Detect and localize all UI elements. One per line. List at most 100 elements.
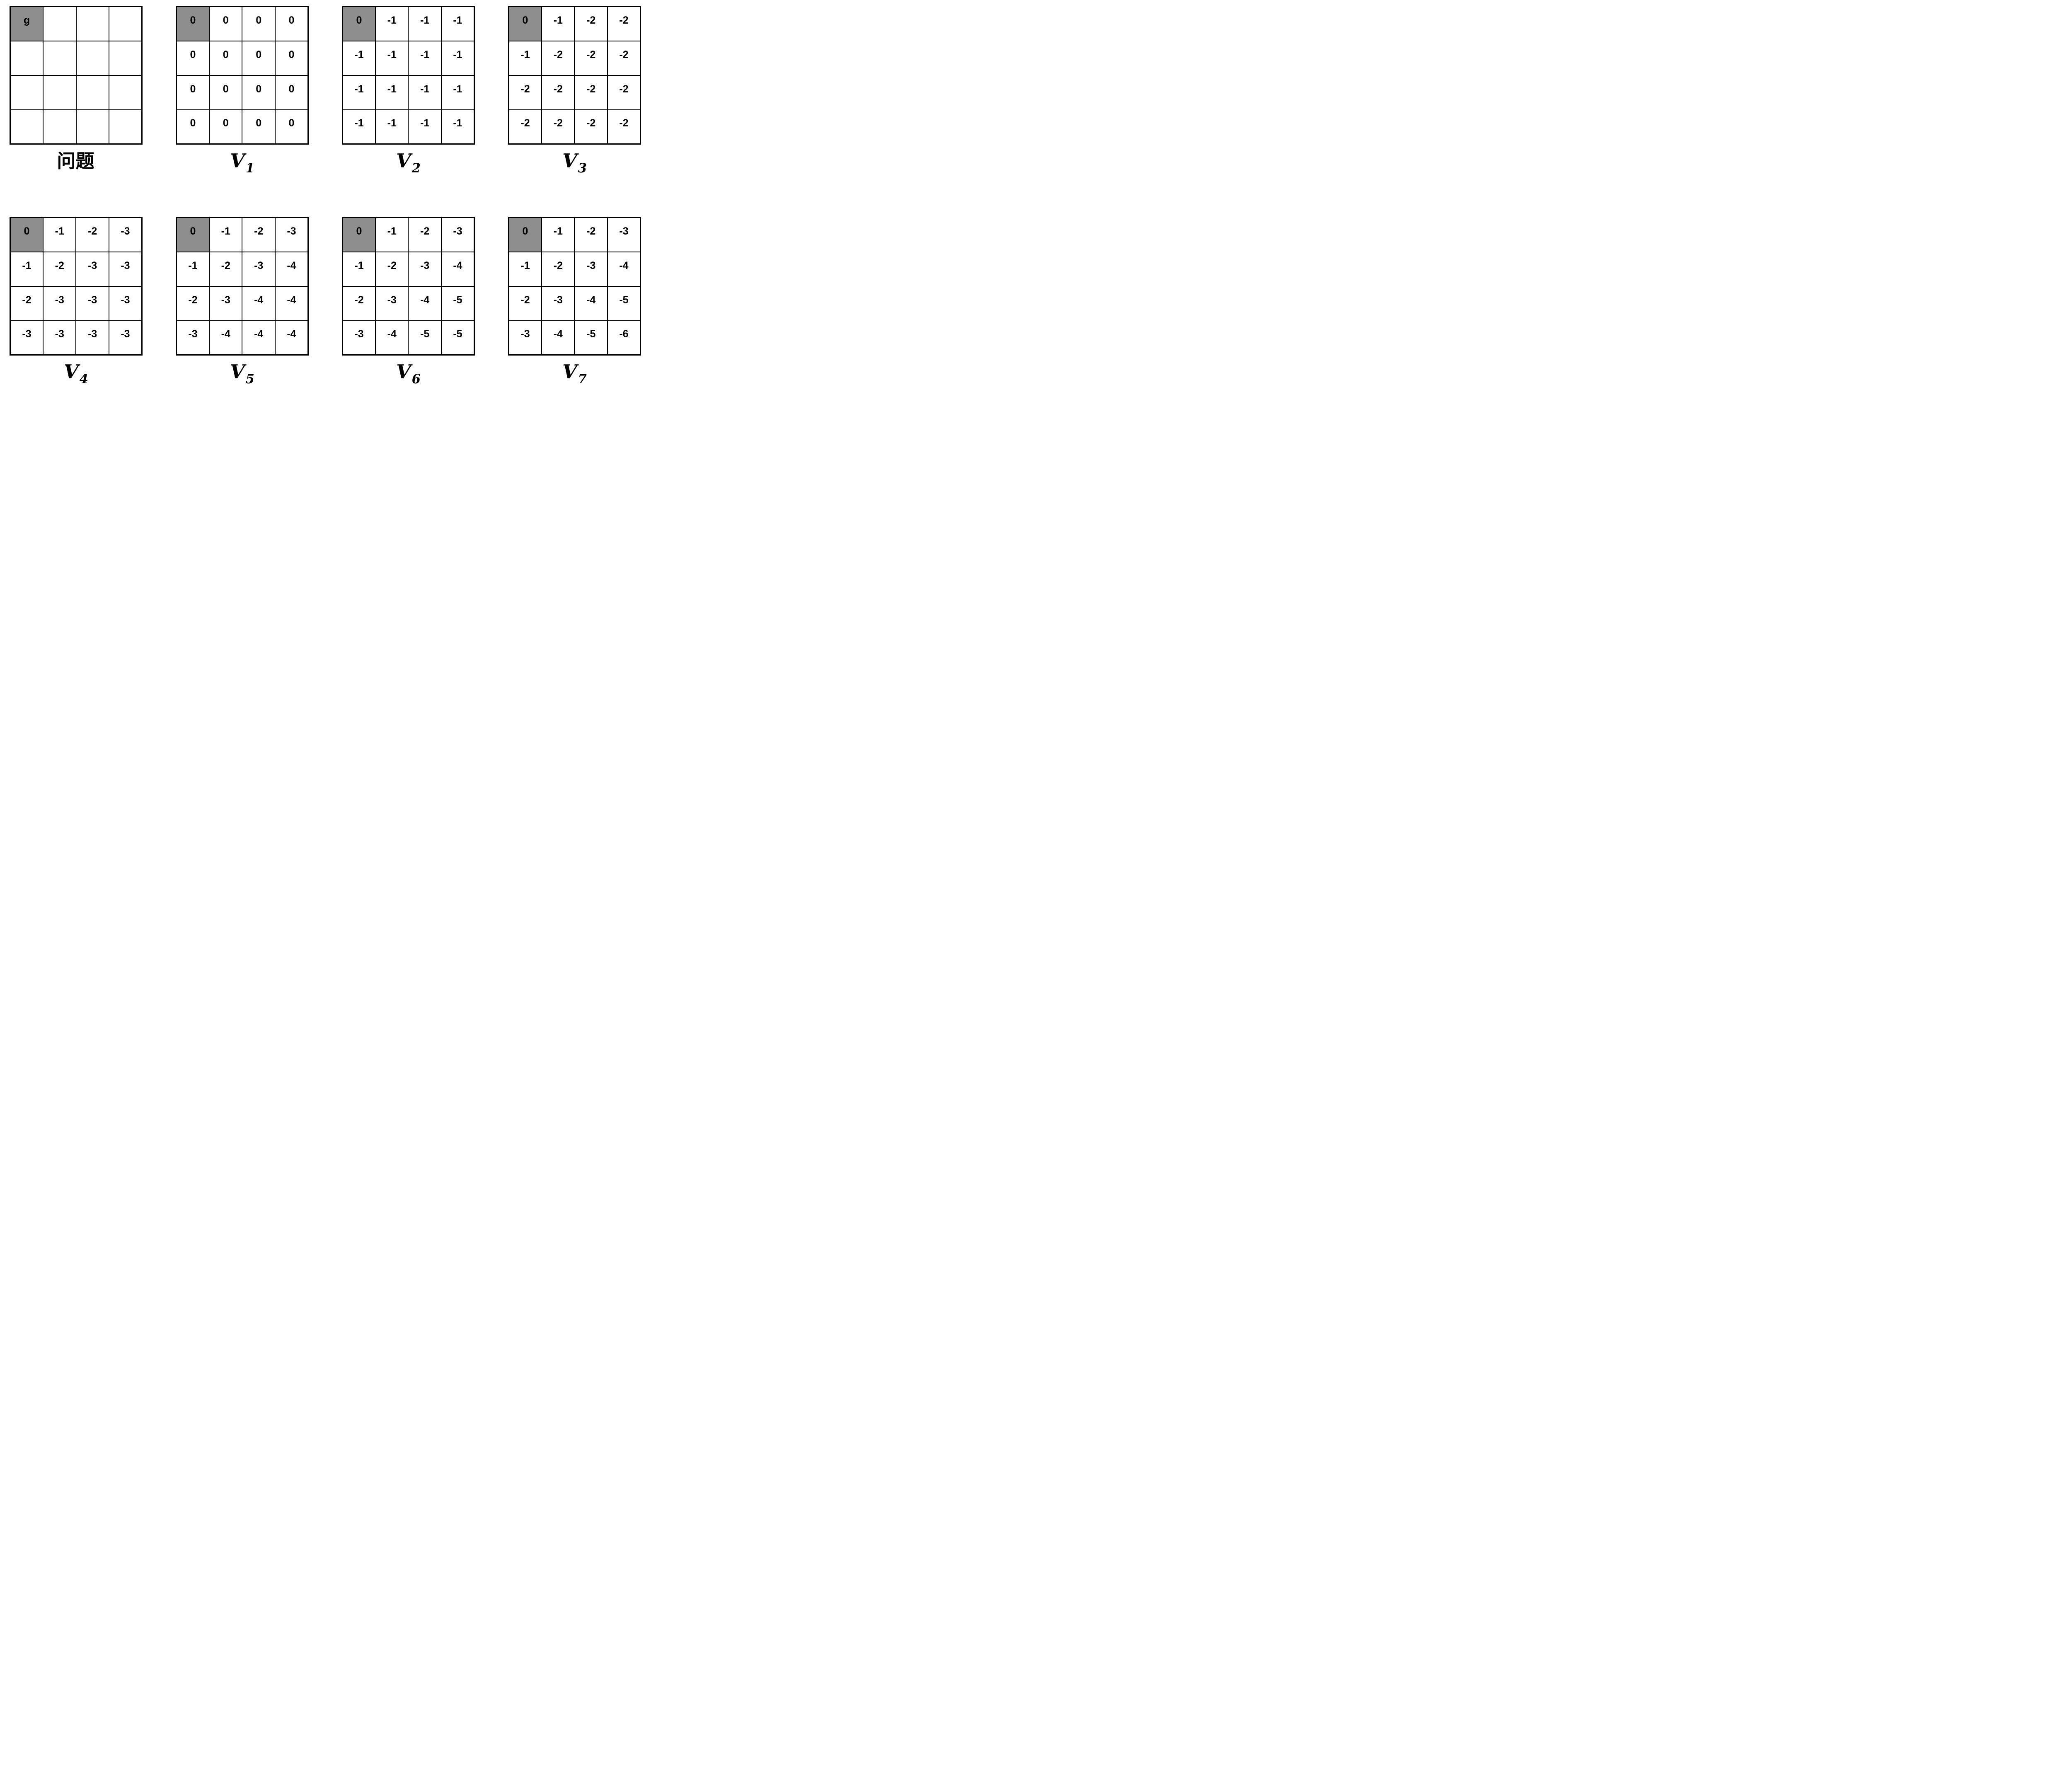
grid-cell: 0 — [208, 6, 243, 41]
grid-cell: -3 — [176, 320, 210, 356]
grid-cell: -2 — [508, 286, 542, 321]
grid-cell: -3 — [408, 251, 442, 287]
figure-label-math: V4 — [64, 362, 88, 385]
grid-cell — [10, 40, 44, 76]
grid-cell: -2 — [342, 286, 376, 321]
figure-label-math: V7 — [562, 362, 587, 385]
grid-cell: -4 — [541, 320, 575, 356]
grid-cell: 0 — [242, 6, 276, 41]
figure-label: V2 — [396, 151, 421, 175]
grid-cell: 0 — [274, 75, 309, 110]
value-grid-problem: g — [10, 6, 143, 145]
grid-cell: -4 — [607, 251, 641, 287]
figure-label-subscript: 5 — [245, 371, 254, 387]
grid-cell: -2 — [607, 6, 641, 41]
grid-cell: -1 — [342, 75, 376, 110]
grid-row — [10, 109, 143, 145]
value-grid-v6: 0-1-2-3-1-2-3-4-2-3-4-5-3-4-5-5 — [342, 217, 475, 356]
grid-cell: -3 — [242, 251, 276, 287]
grid-row: -3-4-5-5 — [342, 320, 475, 356]
grid-row: 0-1-2-3 — [176, 217, 309, 252]
grid-cell: -4 — [408, 286, 442, 321]
grid-cell — [43, 109, 77, 145]
figure-label-base: V — [396, 361, 411, 383]
grid-cell — [43, 75, 77, 110]
grid-cell: -3 — [10, 320, 44, 356]
grid-row: -1-1-1-1 — [342, 40, 475, 76]
grid-cell: 0 — [208, 40, 243, 76]
grid-row: 0-1-2-3 — [10, 217, 143, 252]
grid-row: 0-1-2-3 — [342, 217, 475, 252]
figure-label-math: V5 — [230, 362, 254, 385]
grid-cell: -2 — [574, 109, 608, 145]
figure-label-math: V3 — [562, 151, 587, 174]
grid-cell: -3 — [342, 320, 376, 356]
grid-cell: -2 — [42, 251, 77, 287]
goal-cell: 0 — [508, 217, 542, 252]
grid-cell: -4 — [242, 320, 276, 356]
grid-row: -1-1-1-1 — [342, 109, 475, 145]
grid-cell: -5 — [408, 320, 442, 356]
grid-cell — [75, 75, 110, 110]
grid-row: 0-1-2-2 — [508, 6, 641, 41]
grid-cell: 0 — [242, 40, 276, 76]
grid-cell: -1 — [375, 217, 409, 252]
grid-cell: -3 — [42, 320, 77, 356]
grid-cell: -1 — [408, 6, 442, 41]
value-grid-v3: 0-1-2-2-1-2-2-2-2-2-2-2-2-2-2-2 — [508, 6, 641, 145]
grid-cell: -2 — [607, 109, 641, 145]
grid-cell: -2 — [607, 40, 641, 76]
value-grid-v2: 0-1-1-1-1-1-1-1-1-1-1-1-1-1-1-1 — [342, 6, 475, 145]
grid-row: -1-1-1-1 — [342, 75, 475, 110]
grid-cell — [43, 6, 77, 41]
grid-cell: 0 — [242, 75, 276, 110]
grid-cell: -2 — [10, 286, 44, 321]
grid-cell: -2 — [541, 109, 575, 145]
grid-cell: -6 — [607, 320, 641, 356]
figure-label-subscript: 4 — [79, 371, 88, 387]
grid-cell: -1 — [441, 75, 475, 110]
grid-cell: 0 — [208, 109, 243, 145]
grid-cell: -4 — [274, 286, 309, 321]
figure-label: V5 — [230, 362, 254, 386]
grid-row: -2-3-3-3 — [10, 286, 143, 321]
grid-cell: -2 — [574, 217, 608, 252]
figure-v2: 0-1-1-1-1-1-1-1-1-1-1-1-1-1-1-1 V2 — [342, 6, 475, 175]
figure-label-math — [94, 151, 95, 174]
figure-label: 问题 — [57, 151, 95, 175]
grid-cell: -3 — [607, 217, 641, 252]
figure-label-base: V — [230, 361, 245, 383]
grid-cell: -5 — [607, 286, 641, 321]
grid-cell: -1 — [541, 6, 575, 41]
grid-row: -3-4-4-4 — [176, 320, 309, 356]
grid-cell: -1 — [441, 6, 475, 41]
goal-cell: 0 — [342, 6, 376, 41]
grid-cell: -2 — [75, 217, 109, 252]
value-grid-v5: 0-1-2-3-1-2-3-4-2-3-4-4-3-4-4-4 — [176, 217, 309, 356]
grid-cell: -4 — [574, 286, 608, 321]
grid-cell: -2 — [607, 75, 641, 110]
grid-cell: -2 — [375, 251, 409, 287]
grid-row: -2-3-4-5 — [342, 286, 475, 321]
grid-cell: -4 — [274, 320, 309, 356]
grid-cell: -3 — [75, 251, 109, 287]
grid-cell — [75, 6, 110, 41]
grid-cell: -2 — [408, 217, 442, 252]
grid-cell: -1 — [342, 109, 376, 145]
figure-label-subscript: 1 — [245, 160, 254, 176]
grid-cell: -1 — [508, 251, 542, 287]
grid-row: 0-1-2-3 — [508, 217, 641, 252]
grid-cell: -2 — [508, 75, 542, 110]
grid-cell: -3 — [574, 251, 608, 287]
grid-row: -3-4-5-6 — [508, 320, 641, 356]
grid-row: -1-2-3-3 — [10, 251, 143, 287]
goal-cell: 0 — [176, 217, 210, 252]
grid-row: -3-3-3-3 — [10, 320, 143, 356]
grid-cell: -3 — [441, 217, 475, 252]
grid-cell: -1 — [375, 75, 409, 110]
grid-cell: 0 — [176, 75, 210, 110]
grid-cell: -1 — [342, 251, 376, 287]
grid-cell: -3 — [108, 217, 143, 252]
